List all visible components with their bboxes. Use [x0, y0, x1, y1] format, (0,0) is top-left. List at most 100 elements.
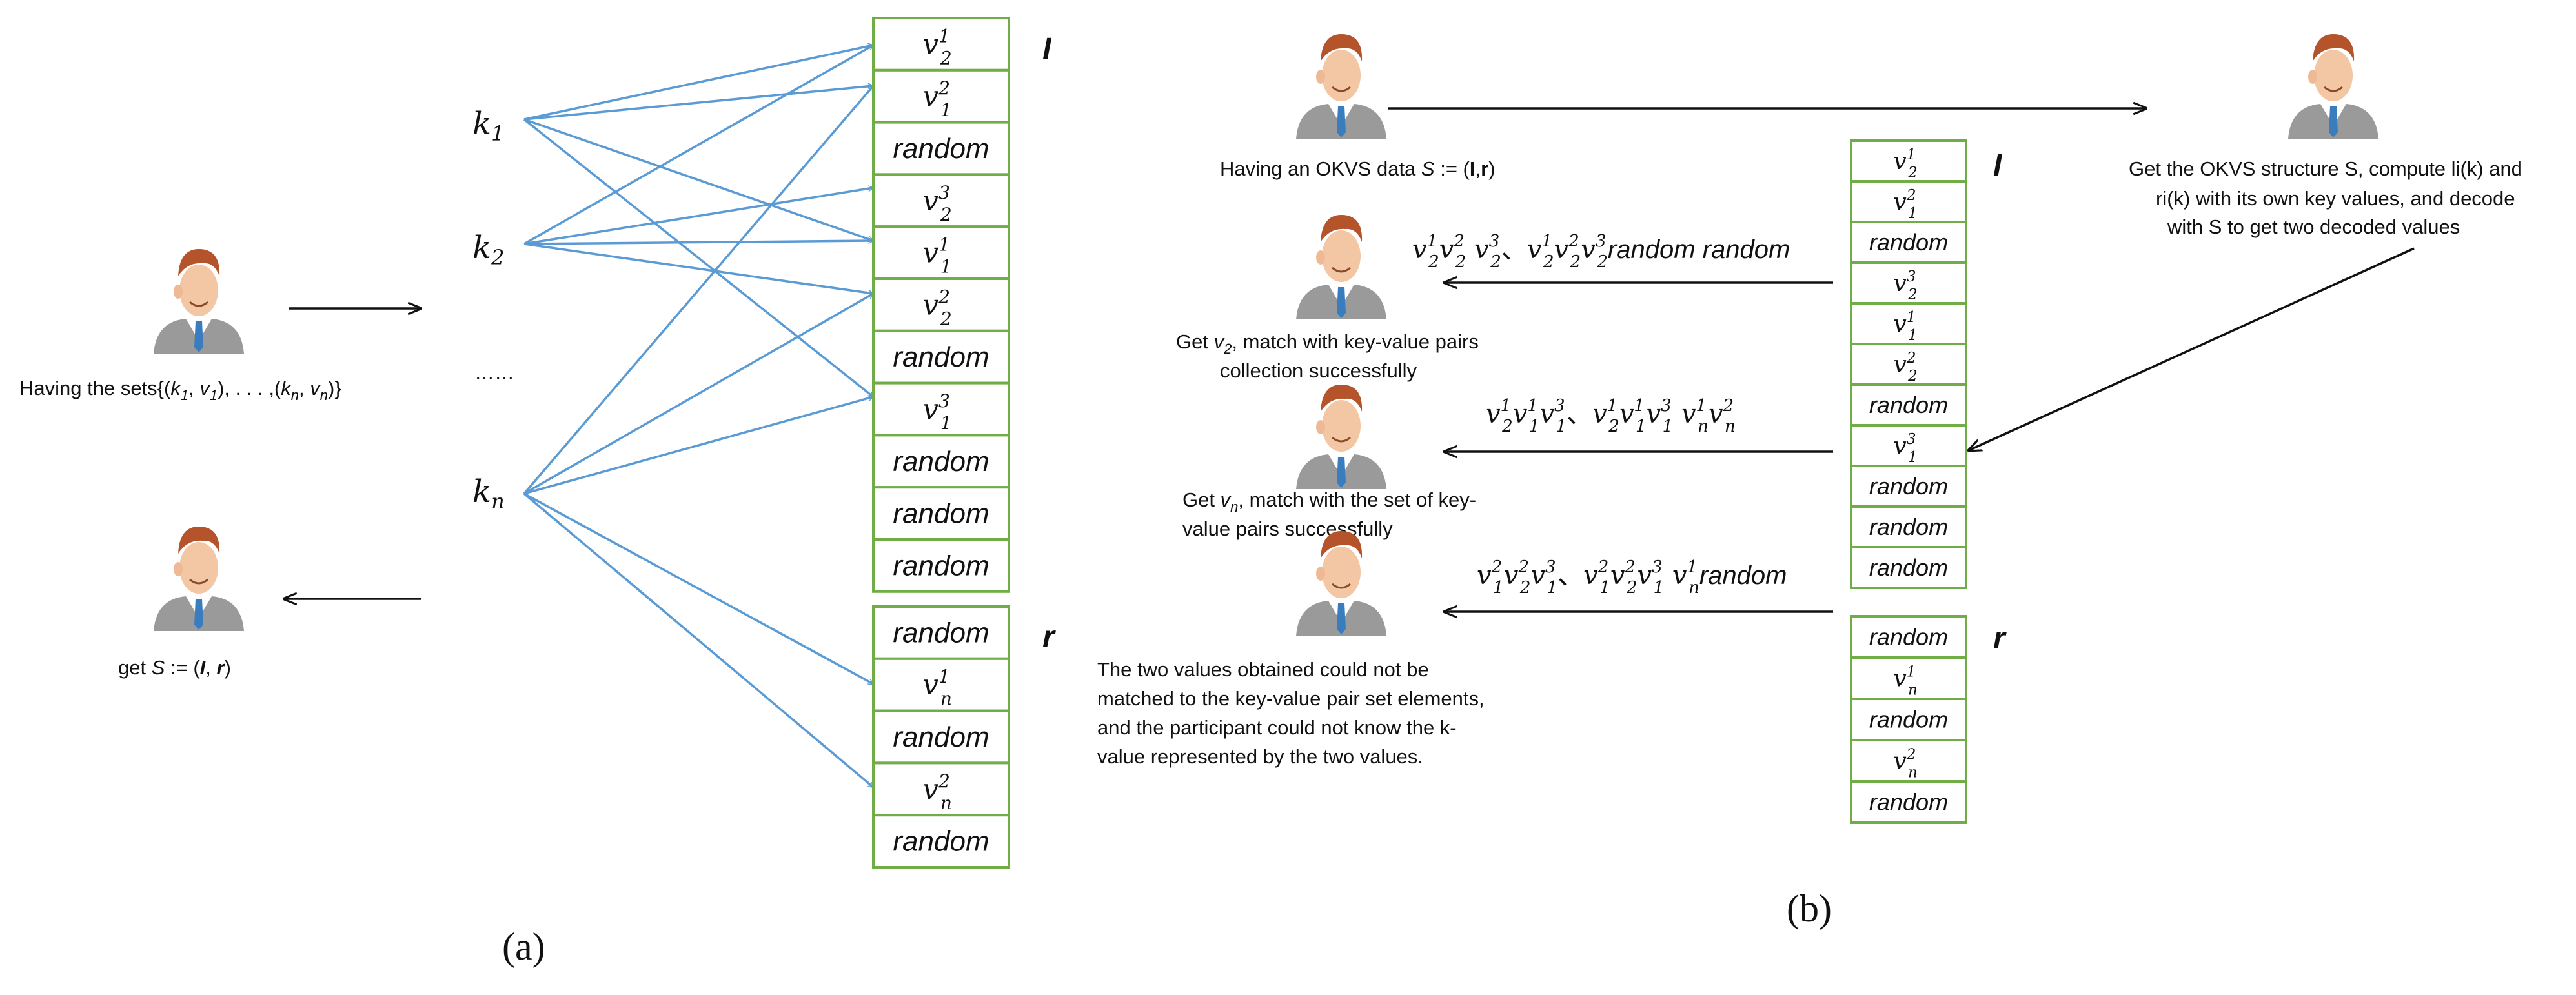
storage-cell-box	[1850, 465, 1967, 508]
storage-cell: random	[1850, 780, 1967, 824]
panel-b: Having an OKVS data S := (I,r) Get the O…	[1097, 33, 2522, 930]
b-label-r: r	[1993, 621, 2007, 656]
caption-v2-line: Get v2, match with key-value pairs	[1176, 330, 1479, 357]
person-icon	[1295, 383, 1388, 490]
caption-v2-line: collection successfully	[1220, 359, 1417, 382]
storage-cell-value: random	[893, 341, 989, 373]
mapping-arrows	[523, 45, 873, 787]
caption-server-line: with S to get two decoded values	[2167, 216, 2460, 238]
key-k1: k1	[472, 106, 504, 146]
caption-vn-line: value pairs successfully	[1182, 518, 1393, 540]
storage-cell: random	[1850, 465, 1967, 508]
storage-cell-value: random	[1869, 473, 1948, 499]
storage-cell-value: random	[1869, 514, 1948, 540]
storage-cell-box	[1850, 261, 1967, 305]
storage-cell-box	[872, 225, 1010, 281]
storage-cell-box	[872, 121, 1010, 176]
key-kn: kn	[472, 474, 505, 514]
storage-cell: random	[1850, 221, 1967, 264]
person-icon	[1295, 33, 1388, 140]
storage-cell-value: random	[893, 721, 989, 753]
storage-cell-value: random	[893, 826, 989, 858]
person-icon	[1295, 214, 1388, 321]
storage-cell: random	[872, 709, 1010, 765]
storage-cell: random	[872, 814, 1010, 869]
storage-cell-box	[1850, 424, 1967, 467]
storage-cell: random	[1850, 505, 1967, 548]
storage-cell: random	[1850, 615, 1967, 659]
storage-cell: random	[872, 329, 1010, 385]
storage-cell-box	[1850, 505, 1967, 548]
keys-ellipsis: ……	[474, 361, 514, 384]
a-label-r: r	[1042, 620, 1056, 654]
caption-get: get S := (I, r)	[118, 656, 231, 679]
storage-cell-box	[872, 657, 1010, 712]
panel-label-b: (b)	[1787, 887, 1832, 930]
storage-cell-box	[1850, 780, 1967, 824]
storage-cell-value: random	[1869, 554, 1948, 581]
caption-fail-line: The two values obtained could not be	[1097, 658, 1429, 681]
storage-cell-box	[872, 814, 1010, 869]
storage-cell: random	[1850, 698, 1967, 741]
storage-cell-box	[1850, 180, 1967, 223]
storage-cell: random	[872, 434, 1010, 489]
person-icon	[1295, 530, 1388, 637]
storage-cell-value: random	[1869, 392, 1948, 418]
decode-arrow	[1969, 247, 2415, 450]
person-icon	[2287, 33, 2380, 140]
storage-cell: random	[872, 605, 1010, 660]
storage-cell: random	[872, 486, 1010, 541]
storage-cell: random	[1850, 383, 1967, 427]
storage-cell-box	[872, 329, 1010, 385]
person-icon	[152, 525, 245, 632]
storage-cell-box	[872, 709, 1010, 765]
caption-server-line: Get the OKVS structure S, compute li(k) …	[2129, 157, 2522, 180]
person-icon	[152, 248, 245, 355]
caption-fail-line: matched to the key-value pair set elemen…	[1097, 687, 1485, 710]
panel-label-a: (a)	[502, 925, 545, 968]
storage-cell-value: random	[1869, 623, 1948, 650]
storage-cell-box	[872, 761, 1010, 817]
a-label-I: I	[1042, 32, 1052, 66]
caption-server: Get the OKVS structure S, compute li(k) …	[2129, 157, 2522, 238]
storage-cell-box	[1850, 139, 1967, 183]
caption-fail-line: and the participant could not know the k…	[1097, 716, 1457, 739]
storage-cell-box	[872, 277, 1010, 332]
storage-cell-value: random	[893, 617, 989, 648]
storage-cell-box	[872, 17, 1010, 72]
storage-cell-box	[872, 173, 1010, 228]
